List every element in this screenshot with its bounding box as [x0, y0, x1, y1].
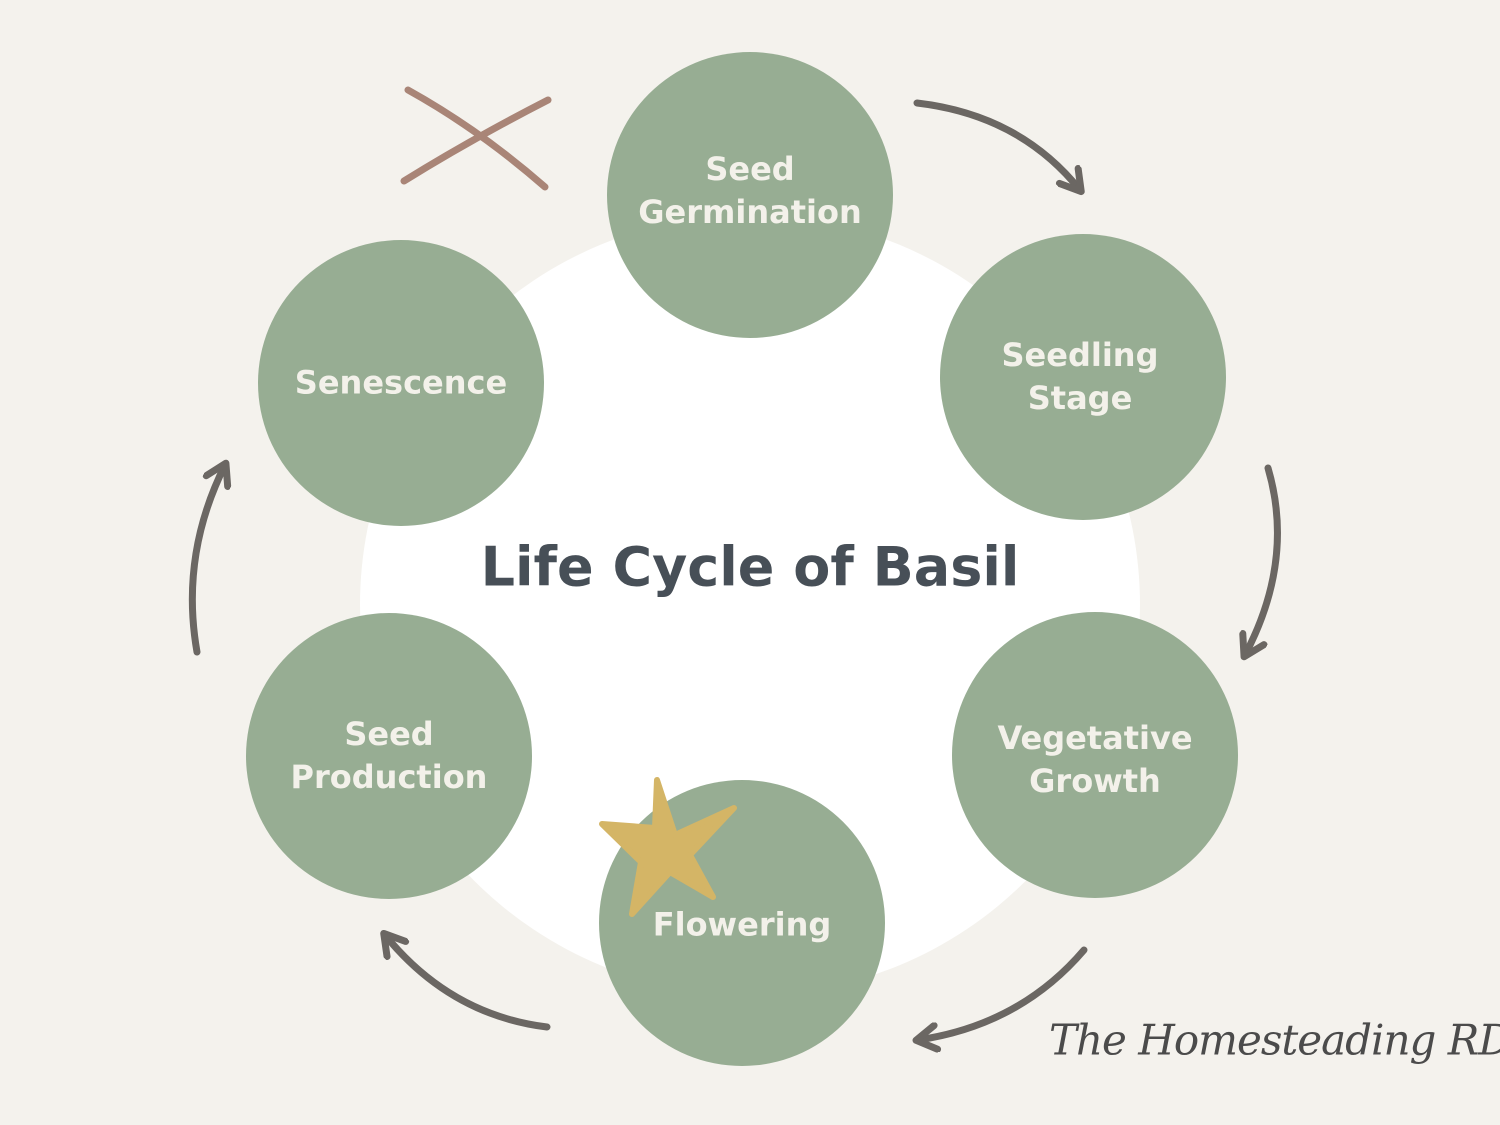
stage-circle-seed-production	[246, 613, 532, 899]
stage-circle-seedling-stage	[940, 234, 1226, 520]
stage-label-seed-production: Seed Production	[290, 715, 488, 796]
stage-label-seed-germination: Seed Germination	[638, 150, 862, 231]
stage-label-senescence: Senescence	[294, 363, 508, 402]
stage-label-seedling-stage: Seedling Stage	[1001, 336, 1159, 417]
brand-signature: The Homesteading RD	[1048, 1015, 1500, 1065]
arrow-seedling-to-vegetative	[1245, 464, 1281, 655]
arrow-germination-to-seedling	[913, 99, 1080, 190]
stage-circle-vegetative-growth	[952, 612, 1238, 898]
arrow-flowering-to-seed-production	[385, 935, 551, 1031]
stage-circle-seed-germination	[607, 52, 893, 338]
stage-label-vegetative-growth: Vegetative Growth	[997, 719, 1193, 800]
arrow-vegetative-to-flowering	[918, 946, 1088, 1040]
diagram-title: Life Cycle of Basil	[480, 535, 1020, 599]
cross-icon	[400, 86, 552, 191]
stage-label-flowering: Flowering	[652, 905, 832, 944]
star-icon	[599, 777, 737, 917]
arrow-seed-production-to-senescence	[188, 465, 225, 656]
stage-circle-senescence	[258, 240, 544, 526]
